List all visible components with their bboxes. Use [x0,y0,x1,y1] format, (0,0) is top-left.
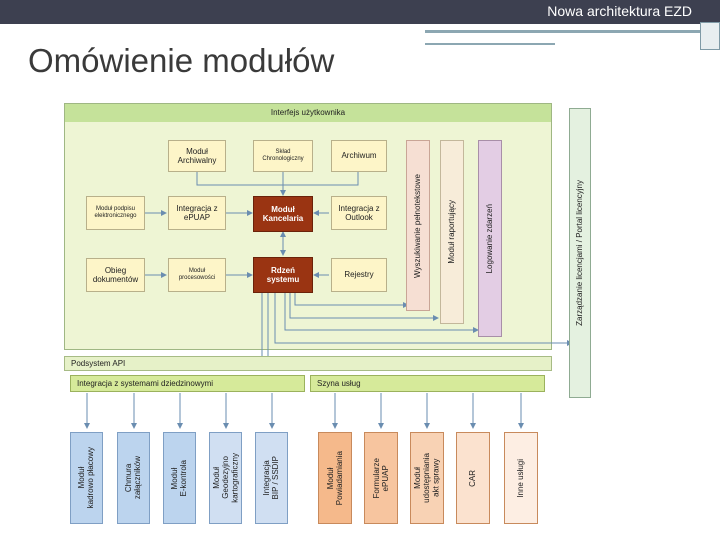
module-signature: Moduł podpisu elektronicznego [86,196,145,230]
service-bus: Szyna usług [310,375,545,392]
column-fulltext-search: Wyszukiwanie pełnotekstowe [406,140,430,311]
bottom-case-sharing: Moduł udostępniania akt sprawy [410,432,444,524]
link-core-licensing [274,293,573,346]
header-accent-line [425,30,700,33]
ui-header: Interfejs użytkownika [65,104,551,122]
link-archival-chrono [196,172,283,186]
bottom-e-control: Moduł E-kontrola [163,432,196,524]
api-subsystem: Podsystem API [64,356,552,371]
column-licensing: Zarządzanie licencjami / Portal licencyj… [569,108,591,398]
bottom-attachments-cloud: Chmura załączników [117,432,150,524]
bottom-geodesy: Moduł Geodezyjno kartograficzny [209,432,242,524]
presentation-title: Nowa architektura EZD [547,3,692,19]
module-core: Rdzeń systemu [253,257,313,293]
bottom-bip-ssdip: Integracja BIP / SSDIP [255,432,288,524]
module-office: Moduł Kancelaria [253,196,313,232]
bottom-epuap-forms: Formularze ePUAP [364,432,398,524]
module-registers: Rejestry [331,258,387,292]
bottom-notifications: Moduł Powiadamiania [318,432,352,524]
bottom-car: CAR [456,432,490,524]
module-archival: Moduł Archiwalny [168,140,226,172]
header-bar: Nowa architektura EZD [0,0,720,24]
link-core-fulltext [294,293,409,308]
column-reporting: Moduł raportujący [440,140,464,324]
slide-title: Omówienie modułów [28,42,335,79]
domain-integration: Integracja z systemami dziedzinowymi [70,375,305,392]
header-accent-line-short [425,43,555,45]
column-event-logging: Logowanie zdarzeń [478,140,502,337]
module-workflow: Obieg dokumentów [86,258,145,292]
module-chrono: Skład Chronologiczny [253,140,313,172]
link-archive-chrono [283,172,359,186]
module-archive: Archiwum [331,140,387,172]
module-outlook-integration: Integracja z Outlook [331,196,387,230]
module-epuap-integration: Integracja z ePUAP [168,196,226,230]
module-process: Moduł procesowości [168,258,226,292]
link-core-reporting [289,293,439,321]
bottom-other-services: Inne usługi [504,432,538,524]
bottom-hr-payroll: Moduł kadrowo płacowy [70,432,103,524]
link-core-events [284,293,479,333]
